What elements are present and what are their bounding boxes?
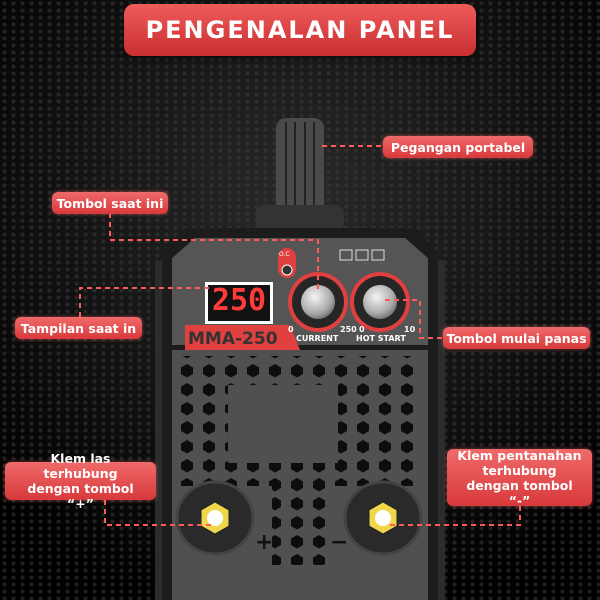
hot-start-knob-label: HOT START [356, 334, 406, 343]
negative-terminal [343, 480, 423, 556]
label-current-knob: Tombol saat ini [52, 192, 168, 214]
machine-body [155, 228, 445, 600]
current-max: 250 [340, 325, 357, 334]
hot-start-min: 0 [359, 325, 365, 334]
label-negative-clamp: Klem pentanahan terhubung dengan tombol … [447, 448, 592, 508]
hot-start-max: 10 [404, 325, 416, 334]
handle [256, 118, 344, 231]
current-knob-label: CURRENT [296, 334, 339, 343]
oc-indicator-label: O.C [279, 251, 290, 258]
label-hot-start-knob: Tombol mulai panas [443, 327, 590, 349]
plus-sign: + [255, 530, 274, 555]
label-display: Tampilan saat in [15, 317, 142, 339]
minus-sign: − [330, 530, 349, 555]
digital-display: 250 [211, 283, 267, 318]
current-min: 0 [288, 325, 294, 334]
leader-lines [79, 145, 521, 526]
label-handle: Pegangan portabel [383, 136, 533, 158]
label-positive-clamp: Klem las terhubung dengan tombol “+” [5, 451, 156, 511]
model-label: MMA-250 [188, 329, 278, 349]
page-title: PENGENALAN PANEL [124, 4, 476, 56]
positive-terminal [175, 480, 255, 556]
